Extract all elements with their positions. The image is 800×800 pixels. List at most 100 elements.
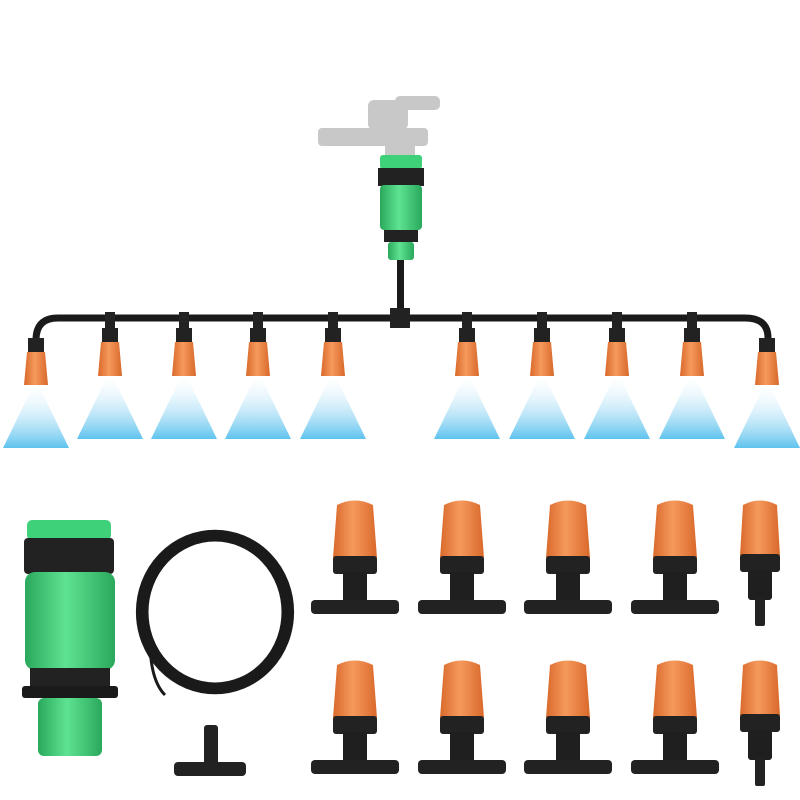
nozzle-stem (537, 312, 547, 330)
tee-nozzle (524, 500, 612, 614)
tee-nozzle (524, 660, 612, 774)
nozzle-cap (321, 342, 345, 376)
assembly-nozzle (734, 338, 800, 448)
nozzle-cap (455, 342, 479, 376)
barb-tee (418, 600, 506, 614)
assembly-nozzle (151, 312, 217, 439)
coil-loop (137, 530, 293, 694)
water-spray (151, 377, 217, 439)
coil-loop (139, 533, 291, 691)
nozzle-base (176, 328, 192, 342)
nozzle-cap (246, 342, 270, 376)
tube-end (148, 639, 167, 697)
coil-loop (141, 535, 289, 689)
tee-fitting (390, 308, 410, 328)
nozzle-base (325, 328, 341, 342)
assembly-nozzle (584, 312, 650, 439)
nozzle-base (609, 328, 625, 342)
nozzle-cap (740, 500, 780, 556)
assembly-nozzles (3, 312, 800, 448)
assembly-nozzle (225, 312, 291, 439)
barb-tee (418, 760, 506, 774)
nozzle-stem (253, 312, 263, 330)
nozzle-cap (440, 500, 484, 558)
tee-nozzle (418, 500, 506, 614)
nozzle-cap (530, 342, 554, 376)
assembly-nozzle (434, 312, 500, 439)
water-spray (734, 386, 800, 448)
nozzle-cap (98, 342, 122, 376)
water-spray (3, 386, 69, 448)
water-spray (434, 377, 500, 439)
straight-nozzle (740, 660, 780, 786)
faucet-illustration (318, 96, 440, 160)
nozzle-body (748, 730, 772, 760)
nozzle-collar (440, 716, 484, 734)
nozzle-cap (740, 660, 780, 716)
assembly-nozzle (3, 338, 69, 448)
barb-tee (524, 600, 612, 614)
tee-nozzle (418, 660, 506, 774)
tee-nozzle (631, 500, 719, 614)
coil-loop (143, 536, 287, 688)
nozzle-stem (687, 312, 697, 330)
barb-stem (755, 758, 765, 786)
barb-tee (631, 600, 719, 614)
nozzle-cap (333, 660, 377, 718)
nozzle-collar (740, 714, 780, 732)
nozzle-base (684, 328, 700, 342)
nozzle-stem (179, 312, 189, 330)
water-spray (77, 377, 143, 439)
water-spray (584, 377, 650, 439)
nozzle-base (534, 328, 550, 342)
nozzle-cap (546, 500, 590, 558)
assembly-nozzle (509, 312, 575, 439)
nozzle-collar (333, 556, 377, 574)
nozzle-collar (440, 556, 484, 574)
loose-nozzles (311, 500, 780, 786)
faucet-quick-connector (378, 155, 424, 315)
nozzle-body (748, 570, 772, 600)
nozzle-collar (333, 716, 377, 734)
nozzle-base (250, 328, 266, 342)
nozzle-cap (172, 342, 196, 376)
nozzle-collar (653, 556, 697, 574)
assembly-nozzle (77, 312, 143, 439)
water-spray (509, 377, 575, 439)
coil-loop (144, 537, 286, 687)
coil-loop (138, 531, 292, 693)
nozzle-cap (333, 500, 377, 558)
nozzle-collar (546, 716, 590, 734)
nozzle-cap (546, 660, 590, 718)
tee-nozzle (311, 660, 399, 774)
coil-loop (140, 534, 290, 690)
coil-loop (145, 538, 285, 686)
nozzle-stem (328, 312, 338, 330)
water-spray (225, 377, 291, 439)
assembly-nozzle (659, 312, 725, 439)
tee-connector (174, 725, 246, 776)
nozzle-cap (755, 352, 779, 385)
straight-nozzle (740, 500, 780, 626)
nozzle-base (759, 338, 775, 352)
nozzle-stem (612, 312, 622, 330)
barb-tee (631, 760, 719, 774)
barb-tee (311, 760, 399, 774)
nozzle-cap (653, 660, 697, 718)
nozzle-cap (440, 660, 484, 718)
tubing-coil (135, 529, 295, 697)
nozzle-cap (653, 500, 697, 558)
nozzle-cap (680, 342, 704, 376)
nozzle-collar (653, 716, 697, 734)
water-spray (659, 377, 725, 439)
nozzle-base (102, 328, 118, 342)
tee-nozzle (311, 500, 399, 614)
barb-tee (311, 600, 399, 614)
barb-stem (755, 598, 765, 626)
nozzle-stem (105, 312, 115, 330)
nozzle-cap (24, 352, 48, 385)
nozzle-cap (605, 342, 629, 376)
barb-tee (524, 760, 612, 774)
nozzle-collar (740, 554, 780, 572)
